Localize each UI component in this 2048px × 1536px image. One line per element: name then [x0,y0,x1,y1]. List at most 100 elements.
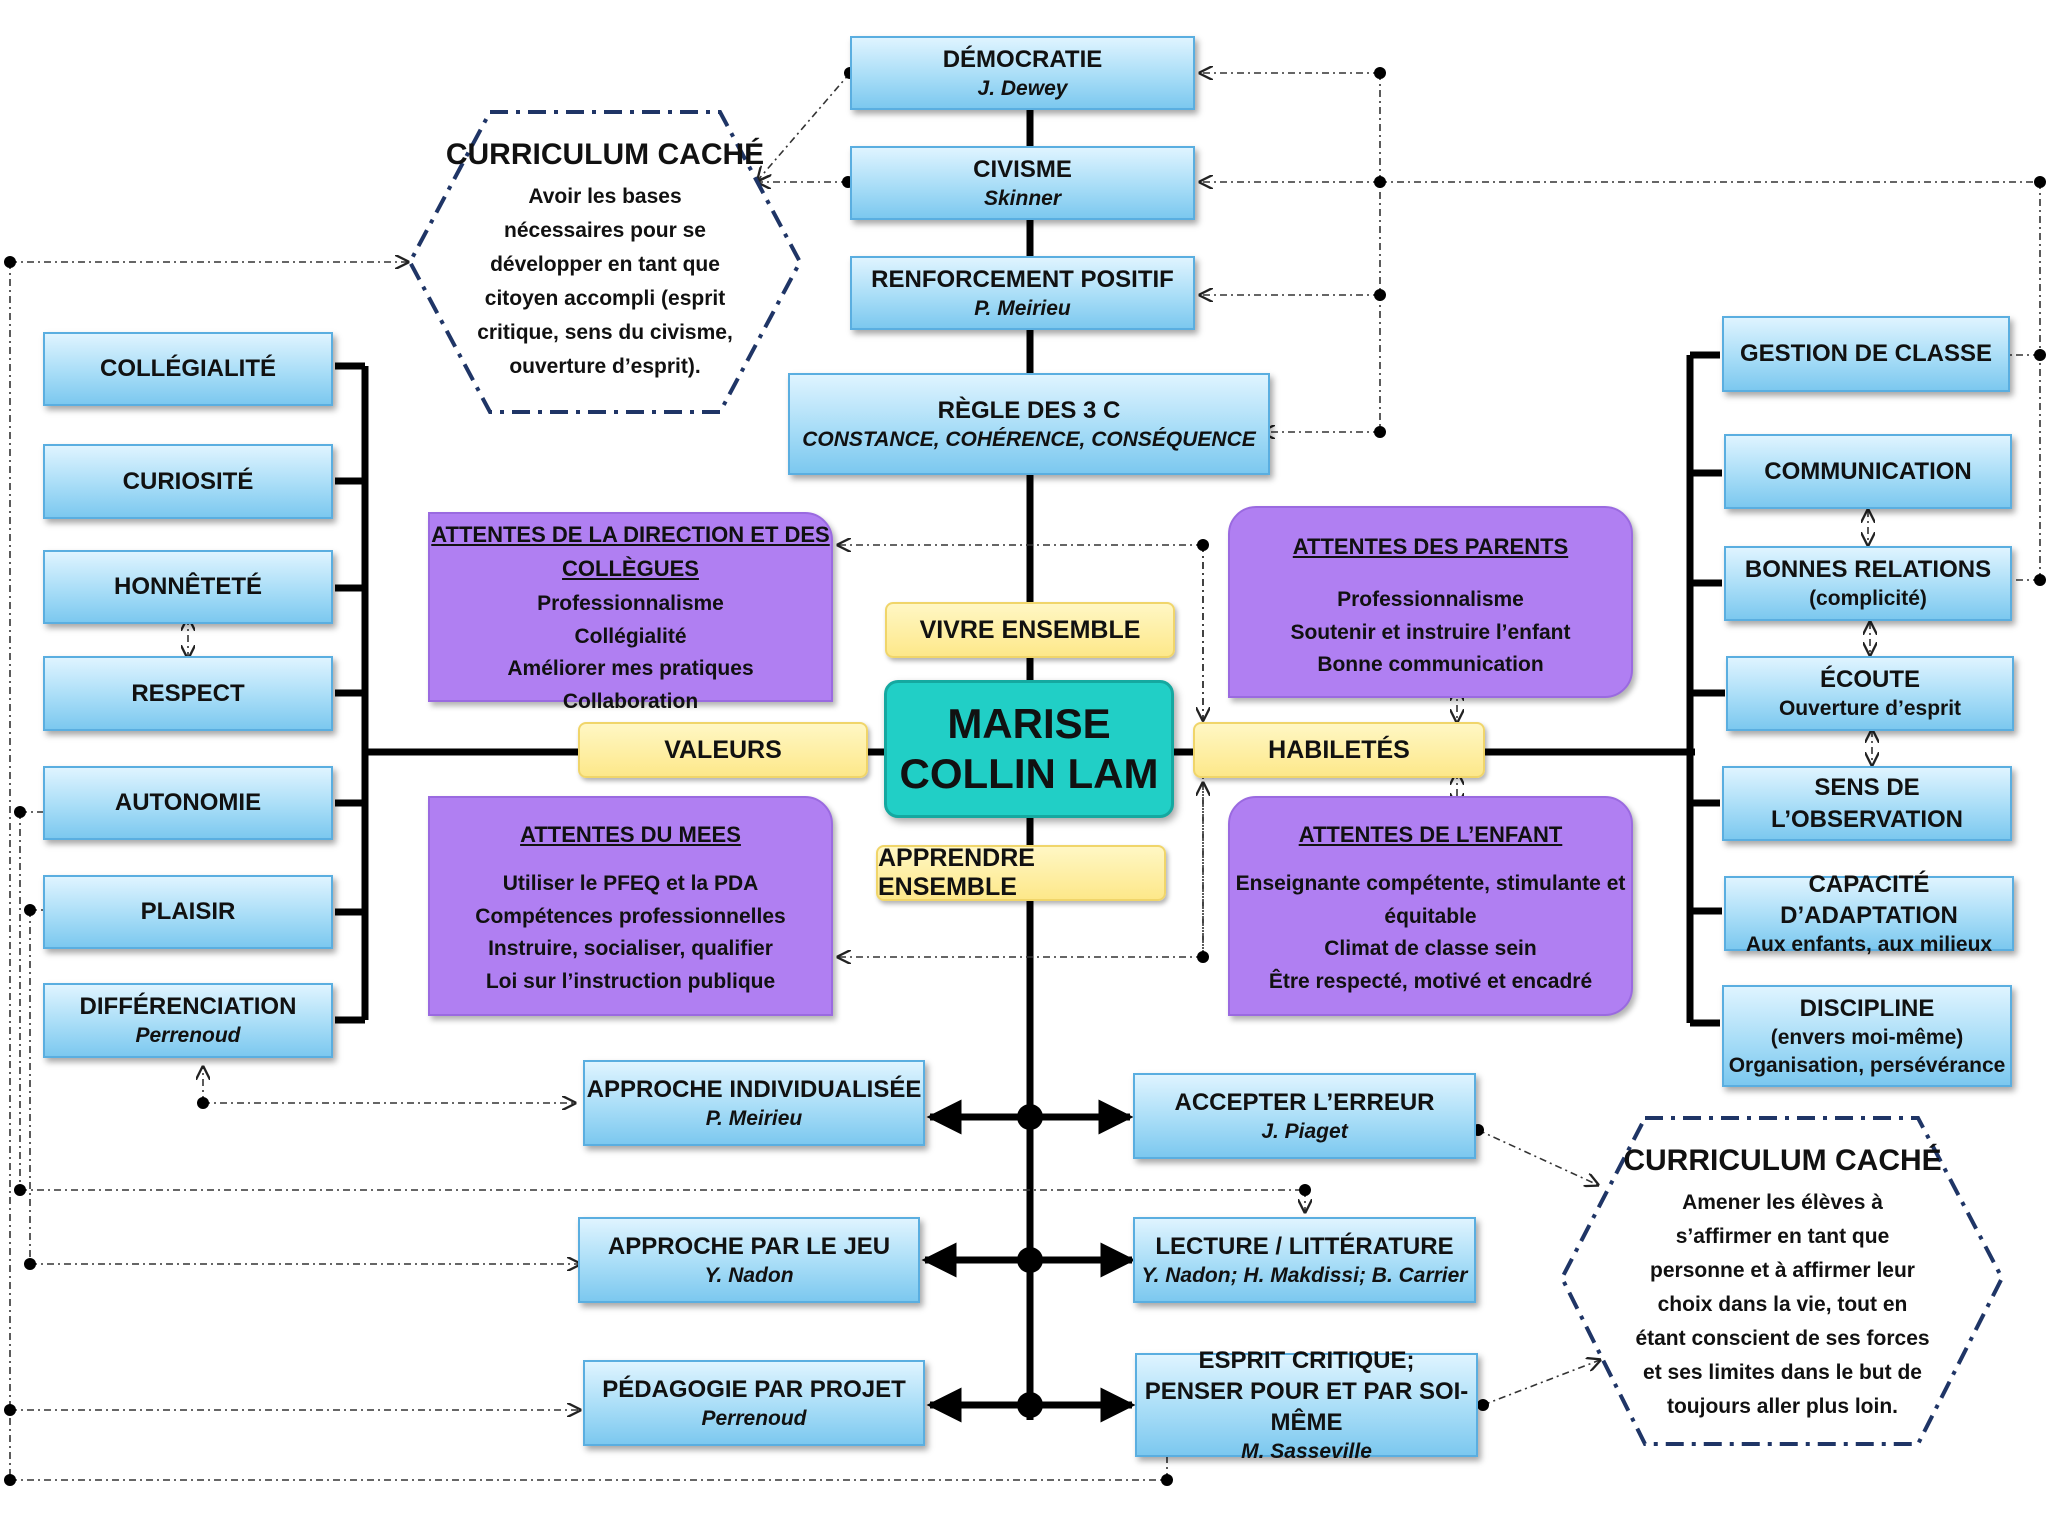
box-title: CAPACITÉ D’ADAPTATION [1780,870,1958,929]
expectation-item: Instruire, socialiser, qualifier [488,937,773,961]
hidden-curriculum-top-body: Avoir les bases nécessaires pour se déve… [430,180,780,384]
center-name-line2: COLLIN LAM [899,750,1159,797]
expectation-item: équitable [1384,904,1477,928]
expectations-parents: ATTENTES DES PARENTS Professionnalisme S… [1228,506,1633,698]
box-title: RÈGLE DES 3 C [937,396,1121,424]
box-title: DISCIPLINE [1799,995,1935,1023]
box-title: ACCEPTER L’ERREUR [1174,1088,1435,1116]
approach-lecture-litterature: LECTURE / LITTÉRATURE Y. Nadon; H. Makdi… [1133,1217,1476,1303]
box-title: ÉCOUTE [1819,666,1920,694]
expectation-item: Améliorer mes pratiques [507,657,754,681]
box-title: COMMUNICATION [1764,457,1972,485]
expectation-item: Professionnalisme [1337,588,1524,612]
approach-esprit-critique: ESPRIT CRITIQUE; PENSER POUR ET PAR SOI-… [1135,1347,1478,1463]
box-democratie: DÉMOCRATIE J. Dewey [850,36,1195,110]
connector-valeurs: VALEURS [578,722,868,778]
hidden-top-line: développer en tant que [490,253,720,277]
skill-bonnes-relations: BONNES RELATIONS (complicité) [1724,546,2012,621]
box-author: P. Meirieu [974,296,1071,320]
hidden-bottom-line: personne et à affirmer leur [1650,1259,1915,1283]
expectations-title: ATTENTES DE L’ENFANT [1298,822,1563,847]
box-civisme: CIVISME Skinner [850,146,1195,220]
value-honnetete: HONNÊTETÉ [43,550,333,624]
center-node: MARISE COLLIN LAM [884,680,1174,818]
expectations-mees: ATTENTES DU MEES Utiliser le PFEQ et la … [428,796,833,1016]
approach-accepter-erreur: ACCEPTER L’ERREUR J. Piaget [1133,1073,1476,1159]
box-author: Y. Nadon; H. Makdissi; B. Carrier [1141,1263,1468,1287]
box-title: DIFFÉRENCIATION [79,993,297,1021]
hidden-bottom-line: et ses limites dans le but de [1643,1361,1922,1385]
hidden-curriculum-top: CURRICULUM CACHÉ Avoir les bases nécessa… [430,138,780,384]
box-title: LECTURE / LITTÉRATURE [1155,1232,1454,1260]
hidden-top-line: citoyen accompli (esprit [484,287,726,311]
expectation-item: Être respecté, motivé et encadré [1268,969,1593,993]
connector-label: APPRENDRE ENSEMBLE [878,844,1035,901]
expectation-item: Professionnalisme [537,592,724,616]
approach-par-le-jeu: APPROCHE PAR LE JEU Y. Nadon [578,1217,920,1303]
skill-sens-observation: SENS DE L’OBSERVATION [1722,766,2012,841]
approach-individualisee: APPROCHE INDIVIDUALISÉE P. Meirieu [583,1060,925,1146]
box-title: HONNÊTETÉ [113,573,262,601]
expectations-title: COLLÈGUES [562,556,699,582]
hidden-bottom-line: toujours aller plus loin. [1666,1395,1899,1419]
hidden-bottom-line: Amener les élèves à [1682,1191,1883,1214]
box-title: CURIOSITÉ [122,467,254,495]
connector-habiletes: HABILETÉS [1193,722,1485,778]
expectations-title: ATTENTES DES PARENTS [1292,534,1569,559]
box-author: Skinner [983,186,1062,210]
box-title: APPROCHE PAR LE JEU [607,1232,891,1260]
box-subtitle: Organisation, persévérance [1728,1053,2006,1077]
hidden-bottom-line: choix dans la vie, tout en [1657,1293,1908,1317]
box-author: Y. Nadon [704,1263,794,1287]
box-title: DÉMOCRATIE [942,45,1103,73]
expectations-direction: ATTENTES DE LA DIRECTION ET DES COLLÈGUE… [428,512,833,713]
hidden-bottom-line: étant conscient de ses forces [1635,1327,1930,1351]
connector-apprendre-ensemble: APPRENDRE ENSEMBLE [876,844,1166,901]
box-title: CIVISME [973,155,1072,183]
value-respect: RESPECT [43,656,333,731]
box-author: J. Piaget [1261,1119,1348,1143]
hidden-top-line: nécessaires pour se [504,219,706,243]
hidden-top-line: ouverture d’esprit). [509,355,701,379]
expectation-item: Climat de classe sein [1324,937,1537,961]
hidden-curriculum-bottom: CURRICULUM CACHÉ Amener les élèves à s’a… [1600,1144,1965,1424]
box-title: ESPRIT CRITIQUE; [1198,1346,1415,1374]
expectation-item: Compétences professionnelles [475,904,786,928]
box-title: PLAISIR [140,898,236,926]
value-curiosite: CURIOSITÉ [43,444,333,519]
box-title: RESPECT [131,679,245,707]
center-name-line1: MARISE [947,700,1111,748]
box-title: AUTONOMIE [114,789,262,817]
box-title: APPROCHE INDIVIDUALISÉE [586,1075,922,1103]
box-renforcement-positif: RENFORCEMENT POSITIF P. Meirieu [850,256,1195,330]
hidden-top-line: critique, sens du civisme, [477,321,733,345]
value-collegialite: COLLÉGIALITÉ [43,332,333,406]
box-subtitle: Ouverture d’esprit [1778,697,1962,721]
skill-capacite-adaptation: CAPACITÉ D’ADAPTATION Aux enfants, aux m… [1724,871,2014,956]
skill-communication: COMMUNICATION [1724,434,2012,509]
box-author: Perrenoud [701,1406,807,1430]
box-title: PÉDAGOGIE PAR PROJET [602,1375,906,1403]
box-title: GESTION DE CLASSE [1739,340,1993,368]
connector-label: VALEURS [664,735,782,764]
expectations-title: ATTENTES DU MEES [520,822,741,847]
box-title: BONNES RELATIONS [1744,556,1992,584]
value-plaisir: PLAISIR [43,875,333,949]
expectation-item: Soutenir et instruire l’enfant [1290,620,1571,644]
value-differenciation: DIFFÉRENCIATION Perrenoud [43,983,333,1058]
expectation-item: Enseignante compétente, stimulante et [1235,872,1626,896]
expectation-item: Collégialité [574,624,687,648]
box-author: P. Meirieu [705,1106,803,1130]
expectation-item: Utiliser le PFEQ et la PDA [502,872,759,896]
approach-pedagogie-projet: PÉDAGOGIE PAR PROJET Perrenoud [583,1360,925,1446]
box-title: RENFORCEMENT POSITIF [871,265,1174,293]
expectations-enfant: ATTENTES DE L’ENFANT Enseignante compéte… [1228,796,1633,1016]
box-author: M. Sasseville [1241,1440,1372,1464]
connector-label: VIVRE ENSEMBLE [919,615,1141,644]
box-author: Perrenoud [135,1024,241,1048]
connector-vivre-ensemble: VIVRE ENSEMBLE [885,602,1175,658]
box-author: CONSTANCE, COHÉRENCE, CONSÉQUENCE [802,427,1256,451]
hidden-bottom-line: s’affirmer en tant que [1675,1225,1890,1249]
hidden-curriculum-top-title: CURRICULUM CACHÉ [445,138,765,171]
expectation-item: Loi sur l’instruction publique [485,969,776,993]
